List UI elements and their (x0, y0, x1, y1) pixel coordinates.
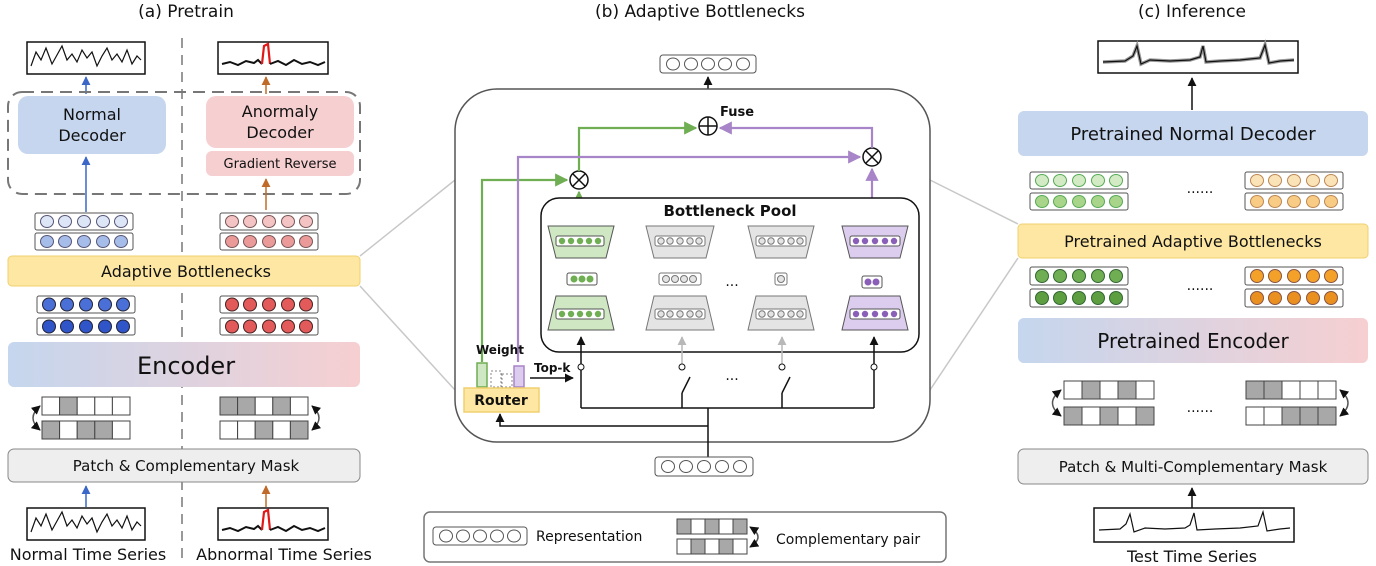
abnormal-series-label: Abnormal Time Series (196, 545, 372, 564)
pretrain-patch-mask-label: Patch & Complementary Mask (73, 457, 300, 475)
switch-2-open (678, 363, 691, 394)
weight-bar-gray-1 (490, 370, 502, 388)
switch-3-open (778, 363, 791, 394)
zoom-line-bottom-right (929, 257, 1019, 391)
inference-normal-decoder-label: Pretrained Normal Decoder (1070, 124, 1316, 145)
inference-encoded-green (1029, 266, 1129, 308)
router-box (463, 387, 540, 413)
pretrain-adaptive-bottlenecks (7, 255, 361, 287)
legend-pair-label: Complementary pair (776, 532, 920, 548)
switch-4-closed (870, 363, 878, 393)
bottleneck-green (547, 225, 615, 331)
pretrain-panel: Normal Decoder Anormaly Decoder Gradient… (7, 38, 372, 564)
pool-ellipsis: ... (725, 274, 738, 290)
anomaly-encoded-representations (219, 295, 319, 336)
zoom-line-top-left (359, 179, 456, 257)
legend-pair-icon (676, 518, 760, 555)
inference-patch-mask (1017, 448, 1369, 485)
inference-ellipsis-1: ...... (1187, 181, 1214, 197)
normal-encoded-representations (36, 295, 136, 336)
decoder-group (7, 91, 361, 195)
title-inference: (c) Inference (1138, 2, 1246, 22)
normal-decoder-label-1: Normal (63, 105, 121, 124)
normal-decoded-representations (34, 212, 134, 251)
normal-decoder (18, 96, 166, 154)
router-label: Router (474, 393, 528, 409)
anomaly-decoded-representations (219, 212, 319, 251)
normal-decoder-label-2: Decoder (58, 126, 126, 145)
inference-patch-mask-label: Patch & Multi-Complementary Mask (1059, 458, 1328, 476)
topk-label: Top-k (534, 361, 571, 375)
anomaly-input-waveform (217, 507, 329, 541)
inference-encoder (1018, 318, 1368, 363)
inference-decoded-green (1029, 171, 1129, 211)
legend-representation-icon (432, 526, 528, 546)
inference-pair-2 (1245, 380, 1350, 426)
bottleneck-panel: Fuse Bottleneck Pool (423, 54, 947, 563)
weight-label: Weight (476, 343, 524, 357)
normal-input-waveform (26, 507, 146, 541)
weight-bar-gray-2 (501, 373, 513, 388)
anomaly-complementary-pair (219, 396, 322, 440)
title-adaptive-bottlenecks: (b) Adaptive Bottlenecks (595, 2, 805, 22)
inference-output-waveform (1097, 38, 1299, 74)
zoom-line-top-right (929, 179, 1019, 225)
bottleneck-pool-label: Bottleneck Pool (663, 202, 796, 220)
switch-ellipsis: ... (725, 368, 738, 384)
inference-normal-decoder (1018, 111, 1368, 156)
pretrain-patch-mask (7, 448, 361, 483)
fused-output-representation (659, 54, 757, 74)
green-multiply-icon (569, 170, 589, 190)
normal-series-label: Normal Time Series (10, 545, 166, 564)
bottleneck-gray-1 (645, 225, 715, 331)
bottleneck-purple (841, 225, 909, 331)
bottleneck-gray-2 (747, 225, 815, 331)
inference-pair-1 (1051, 380, 1155, 426)
purple-fuse-path (718, 121, 874, 148)
inference-adaptive-bottlenecks-label: Pretrained Adaptive Bottlenecks (1064, 232, 1322, 251)
inference-encoded-orange (1244, 266, 1344, 308)
gradient-reverse-label: Gradient Reverse (224, 157, 337, 172)
bottleneck-pool (540, 197, 920, 353)
anomaly-output-waveform (217, 41, 329, 75)
legend-box (423, 511, 947, 563)
purple-multiply-icon (862, 147, 882, 167)
weight-bar-purple (513, 365, 525, 388)
anomaly-decoder-label-2: Decoder (246, 123, 314, 142)
pretrain-encoder (8, 342, 360, 387)
legend-representation-label: Representation (536, 529, 642, 545)
inference-adaptive-bottlenecks (1017, 223, 1369, 259)
inference-ellipsis-3: ...... (1187, 400, 1214, 416)
inference-decoded-orange (1244, 171, 1344, 211)
inference-panel: Pretrained Normal Decoder ...... Pretrai… (1017, 38, 1369, 566)
pretrain-adaptive-bottlenecks-label: Adaptive Bottlenecks (101, 262, 271, 281)
inference-encoder-label: Pretrained Encoder (1097, 329, 1289, 353)
anomaly-decoder-label-1: Anormaly (242, 102, 318, 121)
green-weight-path (480, 173, 569, 362)
normal-complementary-pair (30, 396, 131, 440)
gradient-reverse (206, 151, 354, 176)
inference-ellipsis-2: ...... (1187, 278, 1214, 294)
normal-output-waveform (26, 41, 146, 75)
purple-weight-path (516, 150, 862, 362)
test-series-waveform (1093, 507, 1295, 543)
weight-bar-green (476, 362, 488, 388)
test-series-label: Test Time Series (1126, 547, 1257, 566)
anomaly-decoder (206, 96, 354, 148)
pretrain-encoder-label: Encoder (137, 352, 235, 380)
input-representation (654, 456, 754, 477)
zoom-line-bottom-left (359, 285, 456, 391)
switch-1-closed (577, 363, 585, 393)
fuse-label: Fuse (720, 105, 754, 120)
title-pretrain: (a) Pretrain (138, 2, 234, 22)
